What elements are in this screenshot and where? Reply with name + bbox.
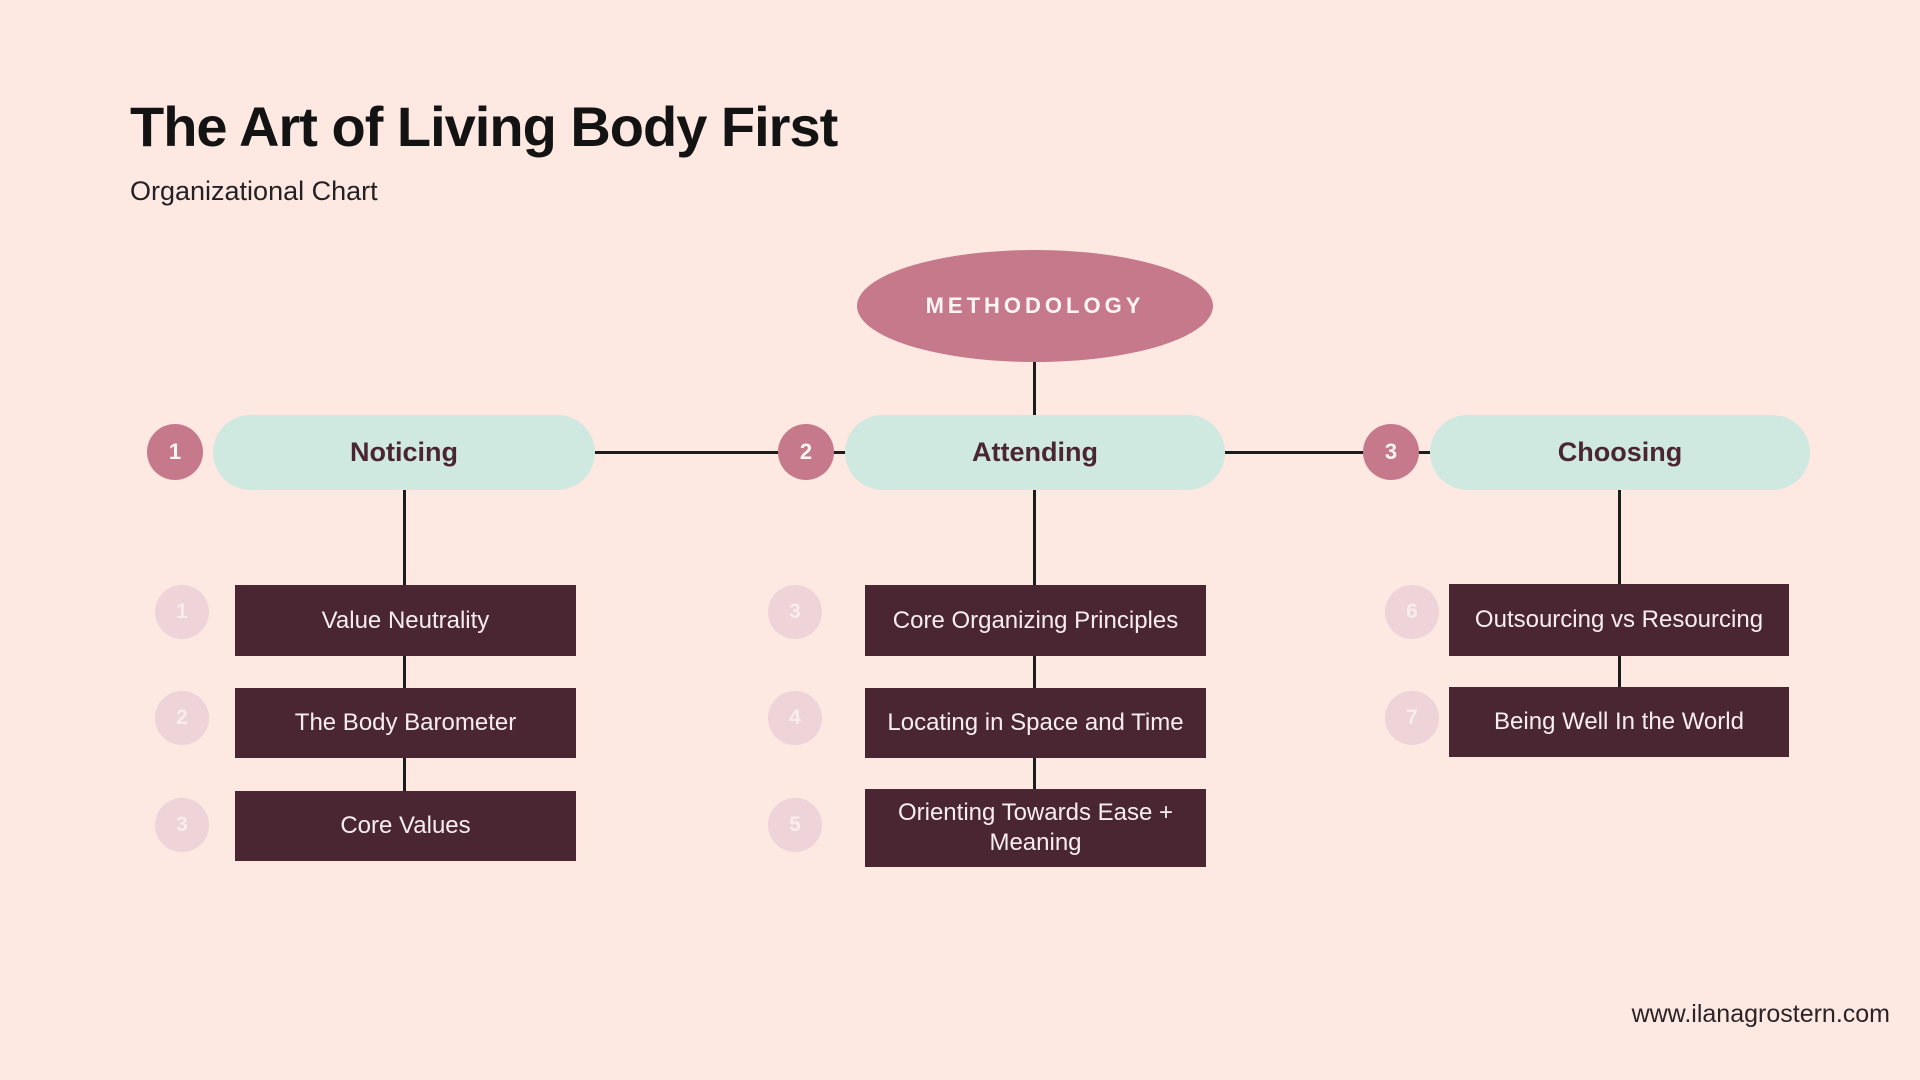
leaf-badge: 1 xyxy=(155,585,209,639)
root-node-methodology: METHODOLOGY xyxy=(857,250,1213,362)
branch-node-choosing: Choosing xyxy=(1430,415,1810,490)
leaf-badge: 5 xyxy=(768,798,822,852)
branch-node-label: Choosing xyxy=(1557,437,1683,467)
leaf-node-locating-space-time: Locating in Space and Time xyxy=(865,688,1206,758)
branch-badge-3: 3 xyxy=(1363,424,1419,480)
leaf-badge: 3 xyxy=(768,585,822,639)
leaf-badge: 7 xyxy=(1385,691,1439,745)
leaf-node-label: Locating in Space and Time xyxy=(887,709,1184,736)
branch-badge-2: 2 xyxy=(778,424,834,480)
branch-node-label: Attending xyxy=(972,437,1098,467)
page-subtitle: Organizational Chart xyxy=(130,176,378,206)
leaf-node-orienting-ease-meaning: Orienting Towards Ease + Meaning xyxy=(865,789,1206,867)
leaf-node-core-organizing-principles: Core Organizing Principles xyxy=(865,585,1206,656)
connector-noticing-to-attending xyxy=(595,451,847,454)
root-node-label: METHODOLOGY xyxy=(925,293,1145,318)
leaf-node-body-barometer: The Body Barometer xyxy=(235,688,576,758)
branch-node-noticing: Noticing xyxy=(213,415,595,490)
leaf-node-value-neutrality: Value Neutrality xyxy=(235,585,576,656)
branch-node-attending: Attending xyxy=(845,415,1225,490)
leaf-node-being-well-world: Being Well In the World xyxy=(1449,687,1789,757)
leaf-node-label: Core Values xyxy=(340,812,471,839)
leaf-node-core-values: Core Values xyxy=(235,791,576,861)
leaf-badge: 3 xyxy=(155,798,209,852)
leaf-node-label: Value Neutrality xyxy=(321,606,490,634)
leaf-node-label: Being Well In the World xyxy=(1494,708,1744,735)
leaf-badge: 2 xyxy=(155,691,209,745)
branch-badge-1: 1 xyxy=(147,424,203,480)
leaf-node-outsourcing-vs-resourcing: Outsourcing vs Resourcing xyxy=(1449,584,1789,656)
leaf-badge: 4 xyxy=(768,691,822,745)
footer-website-url: www.ilanagrostern.com xyxy=(1631,1000,1890,1028)
connector-root-to-attending xyxy=(1033,358,1036,418)
branch-node-label: Noticing xyxy=(350,437,458,467)
connector-attending-to-choosing xyxy=(1225,451,1432,454)
leaf-node-label: Orienting Towards Ease + Meaning xyxy=(897,799,1174,856)
leaf-node-label: The Body Barometer xyxy=(294,709,517,736)
leaf-badge: 6 xyxy=(1385,585,1439,639)
leaf-node-label: Outsourcing vs Resourcing xyxy=(1474,606,1764,633)
page-title: The Art of Living Body First xyxy=(130,95,838,158)
leaf-node-label: Core Organizing Principles xyxy=(892,606,1179,634)
